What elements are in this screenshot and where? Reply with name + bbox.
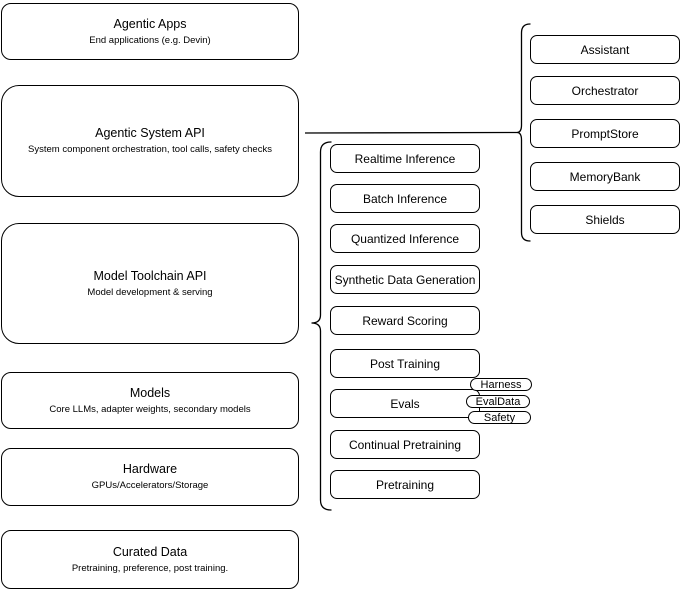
node-subtitle: End applications (e.g. Devin) xyxy=(89,34,211,46)
node-label: Continual Pretraining xyxy=(348,437,462,452)
node-quantized-inference: Quantized Inference xyxy=(330,224,480,253)
node-label: Realtime Inference xyxy=(354,151,456,166)
node-label: Evals xyxy=(390,396,420,411)
node-pretraining: Pretraining xyxy=(330,470,480,499)
node-label: Pretraining xyxy=(375,477,435,492)
node-label: Synthetic Data Generation xyxy=(334,272,476,287)
node-subtitle: Core LLMs, adapter weights, secondary mo… xyxy=(49,403,251,415)
tag-harness: Harness xyxy=(470,378,532,391)
tag-label: Harness xyxy=(480,378,522,391)
node-label: Reward Scoring xyxy=(362,313,448,328)
node-memorybank: MemoryBank xyxy=(530,162,680,191)
node-curated-data: Curated Data Pretraining, preference, po… xyxy=(1,530,299,589)
node-batch-inference: Batch Inference xyxy=(330,184,480,213)
node-label: PromptStore xyxy=(571,126,639,141)
tag-safety: Safety xyxy=(468,411,531,424)
node-assistant: Assistant xyxy=(530,35,680,64)
node-continual-pretraining: Continual Pretraining xyxy=(330,430,480,459)
node-label: Batch Inference xyxy=(362,191,448,206)
tag-evaldata: EvalData xyxy=(466,395,530,408)
node-label: Shields xyxy=(585,212,625,227)
node-label: MemoryBank xyxy=(569,169,641,184)
tag-label: Safety xyxy=(483,411,516,424)
toolchain-group-brace xyxy=(311,141,332,511)
node-label: Orchestrator xyxy=(571,83,639,98)
node-subtitle: GPUs/Accelerators/Storage xyxy=(91,480,209,491)
node-label: Post Training xyxy=(369,356,441,371)
node-title: Agentic Apps xyxy=(113,16,187,31)
node-post-training: Post Training xyxy=(330,349,480,378)
node-title: Curated Data xyxy=(112,544,188,559)
node-subtitle: Pretraining, preference, post training. xyxy=(71,562,229,574)
node-promptstore: PromptStore xyxy=(530,119,680,148)
node-label: Quantized Inference xyxy=(350,231,460,246)
node-reward-scoring: Reward Scoring xyxy=(330,306,480,335)
node-orchestrator: Orchestrator xyxy=(530,76,680,105)
node-synthetic-data-generation: Synthetic Data Generation xyxy=(330,265,480,294)
node-title: Model Toolchain API xyxy=(93,268,207,283)
node-model-toolchain-api: Model Toolchain API Model development & … xyxy=(1,223,299,344)
node-title: Agentic System API xyxy=(95,126,205,140)
node-agentic-apps: Agentic Apps End applications (e.g. Devi… xyxy=(1,3,299,60)
system-group-brace xyxy=(516,23,531,242)
node-subtitle: Model development & serving xyxy=(87,286,213,298)
node-title: Models xyxy=(129,385,171,400)
node-evals: Evals xyxy=(330,389,480,418)
node-subtitle: System component orchestration, tool cal… xyxy=(28,144,272,155)
system-api-to-system-group-line xyxy=(304,131,518,134)
node-hardware: Hardware GPUs/Accelerators/Storage xyxy=(1,448,299,506)
node-title: Hardware xyxy=(122,462,178,476)
node-agentic-system-api: Agentic System API System component orch… xyxy=(1,85,299,197)
node-label: Assistant xyxy=(580,42,630,57)
node-models: Models Core LLMs, adapter weights, secon… xyxy=(1,372,299,429)
node-shields: Shields xyxy=(530,205,680,234)
tag-label: EvalData xyxy=(475,395,521,408)
node-realtime-inference: Realtime Inference xyxy=(330,144,480,173)
